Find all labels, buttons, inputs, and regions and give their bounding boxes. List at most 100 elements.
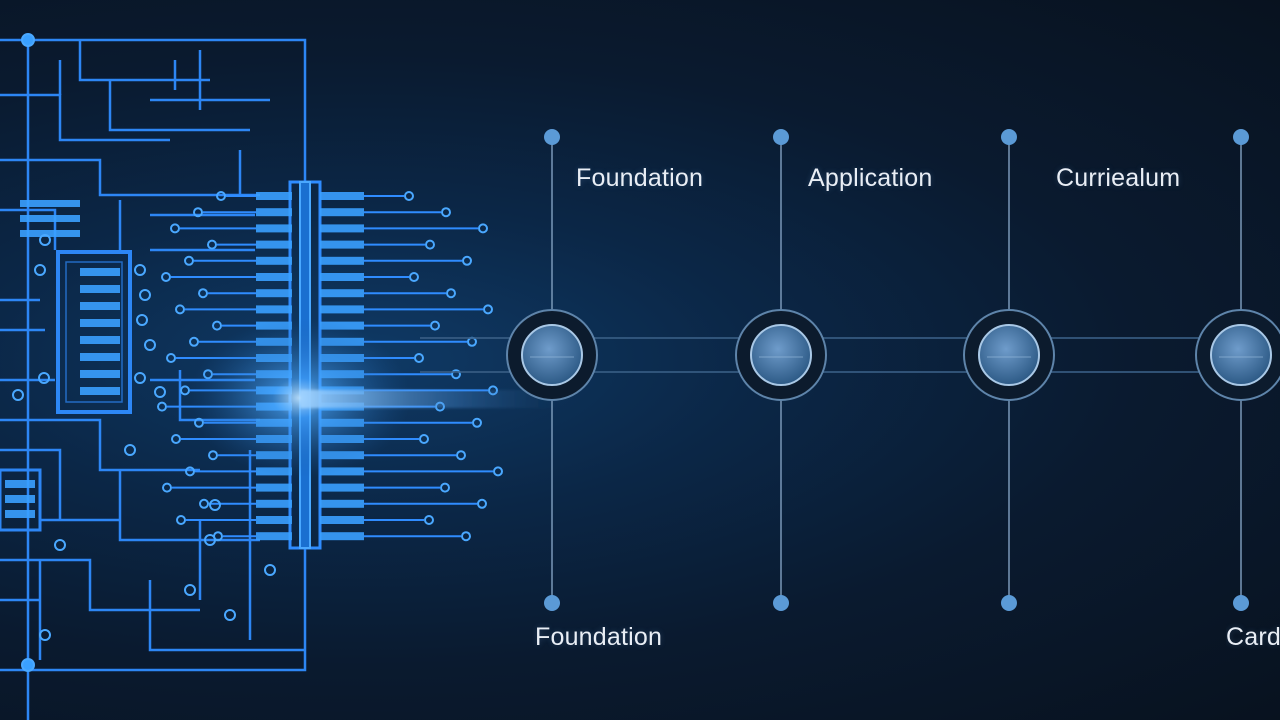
pin-right — [320, 192, 364, 200]
pin-pad — [175, 304, 185, 315]
circuit-pad — [39, 629, 51, 641]
pin-right — [320, 256, 364, 265]
circuit-pad — [139, 289, 151, 301]
pin-left — [256, 240, 292, 249]
pin-pad — [216, 191, 226, 201]
timeline-node — [1210, 324, 1272, 386]
pin-right — [320, 208, 364, 217]
pin-pad — [198, 288, 208, 299]
pin-pad — [404, 191, 414, 201]
circuit-pad — [144, 339, 156, 351]
circuit-pad — [39, 234, 51, 246]
pin-pad — [478, 223, 488, 234]
pin-pad — [451, 369, 461, 380]
connector-dot — [1233, 129, 1249, 145]
timeline-node — [750, 324, 812, 386]
timeline-node — [521, 324, 583, 386]
pin-right — [320, 224, 364, 233]
pin-pad — [462, 255, 472, 266]
pin-pad — [161, 272, 171, 282]
pin-pad — [199, 498, 209, 509]
pin-pad — [456, 450, 466, 461]
pin-pad — [193, 207, 203, 218]
connector-dot — [1233, 595, 1249, 611]
pin-right — [320, 532, 364, 541]
pin-left — [256, 273, 292, 281]
timeline-node — [978, 324, 1040, 386]
pin-pad — [185, 466, 195, 477]
circuit-pad — [154, 386, 166, 398]
circuit-pad — [134, 264, 146, 276]
circuit-pad — [134, 372, 146, 384]
pin-pad — [440, 482, 450, 493]
connector-dot — [544, 595, 560, 611]
pin-pad — [461, 531, 471, 542]
pin-pad — [171, 434, 181, 444]
circuit-pad — [204, 534, 216, 546]
connector-dot — [1001, 129, 1017, 145]
pin-left — [256, 208, 292, 217]
pin-pad — [184, 255, 194, 266]
pin-pad — [424, 515, 434, 525]
pin-left — [256, 483, 292, 492]
circuit-pad — [21, 33, 35, 47]
pin-pad — [212, 320, 222, 331]
light-beam — [300, 390, 560, 408]
circuit-pad — [54, 539, 66, 551]
circuit-pad — [34, 264, 46, 276]
pin-left — [256, 224, 292, 233]
stage-label-curriealum-top: Curriealum — [1056, 164, 1181, 192]
circuit-pad — [124, 444, 136, 456]
pin-pad — [166, 353, 176, 363]
pin-pad — [430, 320, 440, 331]
pin-right — [320, 483, 364, 492]
circuit-pad — [224, 609, 236, 621]
pin-pad — [409, 272, 419, 282]
connector-dot — [1001, 595, 1017, 611]
pin-pad — [493, 466, 503, 477]
timeline-nodes — [506, 129, 1280, 611]
pin-pad — [477, 498, 487, 509]
pin-pad — [189, 336, 199, 347]
pin-left — [256, 499, 292, 508]
pin-right — [320, 240, 364, 249]
stage-label-foundation-bottom: Foundation — [535, 623, 663, 651]
pin-pad — [162, 482, 172, 493]
circuit-pad — [209, 499, 221, 511]
circuit-pad — [184, 584, 196, 596]
pin-left — [256, 532, 292, 541]
pin-pad — [170, 223, 180, 234]
pin-right — [320, 499, 364, 508]
connector-dot — [773, 595, 789, 611]
circuit-chip-bars — [5, 200, 120, 518]
circuit-pad — [21, 658, 35, 672]
pin-right — [320, 289, 364, 298]
stage-label-application-top: Application — [808, 164, 933, 192]
circuit-pad — [136, 314, 148, 326]
circuit-pads — [12, 33, 276, 672]
pin-pad — [419, 434, 429, 444]
pin-pad — [425, 239, 435, 250]
pin-pad — [446, 288, 456, 299]
pin-pad — [441, 207, 451, 218]
pin-pad — [180, 385, 190, 396]
circuit-pad — [38, 372, 50, 384]
pin-pad — [483, 304, 493, 315]
pin-pad — [472, 417, 482, 428]
connector-dot — [773, 129, 789, 145]
pin-left — [256, 516, 292, 524]
pin-pad — [176, 515, 186, 525]
circuit-board-graphic — [0, 38, 307, 720]
circuit-pad — [12, 389, 24, 401]
pin-right — [320, 273, 364, 281]
pin-left — [256, 289, 292, 298]
pin-pad — [414, 353, 424, 363]
pin-right — [320, 305, 364, 314]
pin-right — [320, 516, 364, 524]
pin-pad — [208, 450, 218, 461]
stage-label-card-bottom: Card — [1226, 623, 1280, 651]
circuit-pad — [264, 564, 276, 576]
connector-dot — [544, 129, 560, 145]
pin-left — [256, 305, 292, 314]
